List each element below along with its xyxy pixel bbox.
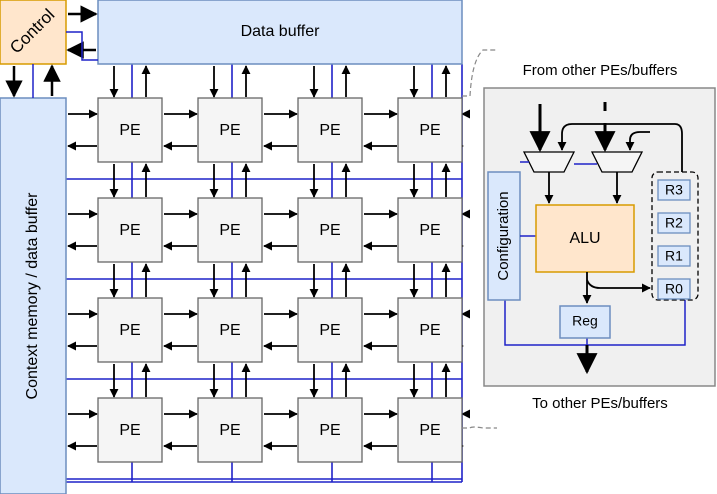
pe-cell: PE [297, 297, 363, 363]
pe-box [97, 297, 163, 363]
pe-cell: PE [397, 197, 463, 263]
pe-box [197, 397, 263, 463]
register-file [651, 171, 699, 301]
pe-cell: PE [397, 297, 463, 363]
pe-cell: PE [197, 97, 263, 163]
pe-box [297, 197, 363, 263]
pe-label: PE [219, 222, 240, 239]
alu-block [535, 204, 635, 273]
pe-label: PE [219, 322, 240, 339]
pe-label: PE [419, 322, 440, 339]
register-box [657, 212, 691, 234]
register-label: R1 [665, 248, 683, 264]
register-label: R0 [665, 281, 683, 297]
alu-label: ALU [569, 230, 600, 247]
pe-label: PE [419, 422, 440, 439]
register-box [657, 278, 691, 300]
reg-block [559, 305, 611, 339]
pe-label: PE [319, 422, 340, 439]
pe-box [297, 97, 363, 163]
alu-output-arrows [582, 272, 651, 304]
control-bus-links [32, 31, 98, 98]
reg-label: Reg [572, 313, 598, 329]
pe-box [197, 197, 263, 263]
mux-left [522, 151, 576, 173]
pe-label: PE [119, 322, 140, 339]
pe-cell: PE [297, 97, 363, 163]
pe-label: PE [319, 322, 340, 339]
pe-label: PE [119, 422, 140, 439]
detail-bottom-caption: To other PEs/buffers [532, 395, 668, 412]
register-box [657, 245, 691, 267]
data-buffer-label: Data buffer [241, 23, 321, 40]
pe-grid: PE PE PE PE PE PE PE PE PE PE PE PE PE PE PE PE [97, 97, 463, 463]
pe-label: PE [219, 422, 240, 439]
pe-box [297, 397, 363, 463]
pe-arrow-layer [67, 65, 471, 451]
pe-label: PE [119, 222, 140, 239]
pe-box [397, 97, 463, 163]
pe-cell: PE [397, 97, 463, 163]
pe-box [397, 297, 463, 363]
pe-cell: PE [197, 397, 263, 463]
pe-label: PE [419, 122, 440, 139]
pe-box [297, 297, 363, 363]
mux-right [590, 151, 644, 173]
mux-alu-arrows [544, 172, 622, 204]
pe-box [97, 97, 163, 163]
pe-cell: PE [297, 397, 363, 463]
register-label: R2 [665, 215, 683, 231]
register-box [657, 179, 691, 201]
pe-label: PE [319, 222, 340, 239]
pe-cell: PE [397, 397, 463, 463]
pe-cell: PE [97, 197, 163, 263]
configuration-label: Configuration [495, 191, 512, 280]
context-memory-label: Context memory / data buffer [24, 192, 41, 400]
pe-cell: PE [97, 297, 163, 363]
pe-label: PE [319, 122, 340, 139]
data-buffer-block [97, 0, 463, 65]
pe-label: PE [219, 122, 240, 139]
pe-cell: PE [197, 197, 263, 263]
control-block [0, 0, 67, 65]
pe-label: PE [119, 122, 140, 139]
pe-cell: PE [97, 97, 163, 163]
detail-top-caption: From other PEs/buffers [523, 62, 678, 79]
pe-cell: PE [297, 197, 363, 263]
pe-cell: PE [97, 397, 163, 463]
pe-box [97, 397, 163, 463]
configuration-block [487, 171, 521, 301]
callout-connector [462, 49, 497, 429]
pe-box [97, 197, 163, 263]
register-label: R3 [665, 182, 683, 198]
pe-box [197, 297, 263, 363]
pe-label: PE [419, 222, 440, 239]
config-mux-links [520, 161, 597, 237]
pe-box [397, 397, 463, 463]
detail-input-arrows [529, 102, 683, 172]
pe-box [197, 97, 263, 163]
pe-box [397, 197, 463, 263]
pe-cell: PE [197, 297, 263, 363]
